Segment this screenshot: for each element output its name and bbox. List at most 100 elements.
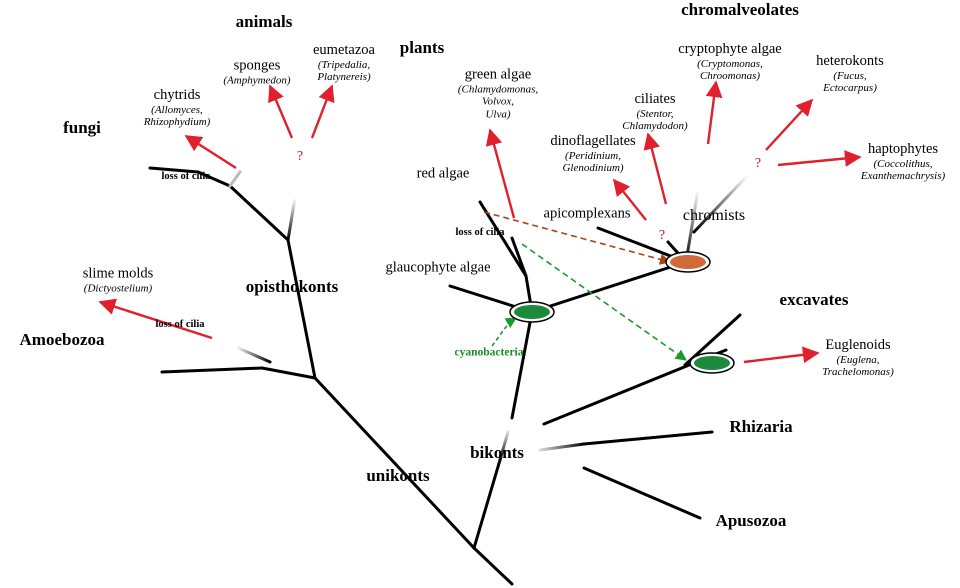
branch-slime-molds [234, 345, 272, 364]
taxon-heterokonts-name: heterokonts [816, 53, 884, 70]
annotation-loss-of-cilia-fungi: loss of cilia [161, 170, 211, 182]
branch-unikonts [313, 376, 476, 550]
label-opisthokonts: opisthokonts [245, 277, 339, 297]
taxon-eumetazoa-name: eumetazoa [313, 42, 375, 59]
taxon-chytrids-examples-2: Rhizophydium) [143, 116, 211, 129]
annotation-loss-of-cilia-plants: loss of cilia [455, 226, 505, 238]
arrow-ciliates [643, 132, 668, 205]
taxon-euglenoids-name: Euglenoids [825, 337, 891, 354]
taxon-dinoflagellates-examples-1: (Peridinium, [565, 149, 621, 162]
taxon-dinoflagellates: dinoflagellates (Peridinium, Glenodinium… [550, 133, 635, 175]
taxon-eumetazoa: eumetazoa (Tripedalia, Platynereis) [313, 42, 375, 84]
branch-plants [510, 310, 534, 420]
taxon-green-algae-examples-2: Volvox, [481, 96, 515, 109]
taxon-eumetazoa-examples-1: (Tripedalia, [317, 58, 371, 71]
branch-fungi [228, 184, 290, 242]
label-apusozoa: Apusozoa [715, 511, 787, 531]
taxon-haptophytes-name: haptophytes [867, 141, 939, 158]
branch-amoebozoa-tip [160, 366, 264, 374]
taxon-red-algae: red algae [416, 165, 470, 182]
arrow-sponges [268, 84, 294, 139]
label-unikonts: unikonts [366, 466, 430, 486]
taxon-glaucophyte-algae: glaucophyte algae [385, 259, 491, 276]
annotation-cyanobacteria: cyanobacteria [454, 346, 524, 359]
branch-chromists-2 [692, 173, 750, 234]
red-arrows [98, 80, 862, 364]
taxon-ciliates-name: ciliates [634, 91, 676, 108]
taxon-haptophytes-examples-1: (Coccolithus, [873, 157, 933, 170]
taxon-ciliates-examples-2: Chlamydodon) [622, 120, 688, 133]
taxon-sponges-examples: (Amphymedon) [223, 74, 291, 87]
annotation-loss-of-cilia-slime: loss of cilia [155, 318, 205, 330]
taxon-green-algae-examples-1: (Chlamydomonas, [457, 83, 539, 96]
arrow-haptophytes [777, 150, 862, 167]
taxon-cryptophyte-examples-2: Chroomonas) [699, 70, 761, 83]
label-fungi: fungi [63, 118, 101, 138]
branch-fungi-tip-2 [148, 166, 200, 174]
branch-amoebozoa [260, 366, 317, 380]
arrow-slime-molds [98, 298, 213, 340]
taxon-euglenoids: Euglenoids (Euglena, Trachelomonas) [822, 337, 894, 379]
branch-rhizaria [582, 430, 714, 446]
taxon-ciliates-examples-1: (Stentor, [636, 107, 674, 120]
annotation-question-chromalveolates: ? [754, 155, 762, 171]
taxon-dinoflagellates-name: dinoflagellates [550, 133, 636, 150]
branch-apusozoa [582, 466, 702, 520]
taxon-slime-molds-name: slime molds [82, 265, 154, 282]
taxon-heterokonts-examples-1: (Fucus, [833, 69, 867, 82]
label-amoebozoa: Amoebozoa [19, 330, 105, 350]
arrow-dinoflagellates [612, 178, 647, 221]
taxon-heterokonts-examples-2: Ectocarpus) [823, 82, 877, 95]
label-rhizaria: Rhizaria [729, 417, 793, 437]
taxon-slime-molds-examples: (Dictyostelium) [83, 282, 153, 295]
plastid-red-secondary [665, 251, 711, 273]
arrow-eumetazoa [310, 84, 335, 139]
label-chromalveolates: chromalveolates [681, 0, 799, 20]
branch-rhizaria-fade [538, 442, 586, 452]
arrow-cryptophyte [705, 80, 723, 145]
arrow-euglenoids [743, 346, 820, 364]
taxon-chytrids-examples-1: (Allomyces, [151, 103, 203, 116]
branch-chromists [684, 188, 700, 264]
annotation-question-animals: ? [296, 148, 304, 164]
taxon-eumetazoa-examples-2: Platynereis) [317, 71, 371, 84]
taxon-chytrids: chytrids (Allomyces, Rhizophydium) [144, 87, 211, 129]
arrow-green-algae [485, 128, 516, 219]
arrow-green-algae-secondary [521, 243, 687, 361]
tree-branches [148, 166, 750, 586]
taxon-heterokonts: heterokonts (Fucus, Ectocarpus) [816, 53, 884, 95]
branch-root [472, 546, 514, 586]
branch-green-algae [510, 236, 528, 278]
taxon-green-algae: green algae (Chlamydomonas, Volvox, Ulva… [458, 67, 538, 122]
taxon-slime-molds: slime molds (Dictyostelium) [83, 265, 154, 294]
taxon-haptophytes: haptophytes (Coccolithus, Exanthemachrys… [861, 141, 945, 183]
annotation-question-chromists: ? [658, 227, 666, 243]
taxon-haptophytes-examples-2: Exanthemachrysis) [860, 170, 946, 183]
taxon-green-algae-name: green algae [464, 66, 532, 83]
taxon-cryptophyte-name: cryptophyte algae [678, 41, 782, 58]
label-plants: plants [399, 38, 445, 58]
taxon-euglenoids-examples-2: Trachelomonas) [822, 366, 894, 379]
branch-opisthokonts [286, 238, 317, 380]
arrow-red-algae-secondary [483, 211, 672, 265]
branch-bikonts-upper [498, 430, 510, 462]
plastid-green-primary [509, 301, 555, 323]
branch-chromalveolates [530, 260, 688, 314]
branch-animals [286, 196, 297, 242]
taxon-dinoflagellates-examples-2: Glenodinium) [562, 162, 624, 175]
taxon-cryptophyte-algae: cryptophyte algae (Cryptomonas, Chroomon… [678, 41, 781, 83]
branch-bikonts-stem [472, 458, 502, 550]
taxon-sponges: sponges (Amphymedon) [223, 57, 290, 86]
plastid-green-secondary [689, 352, 735, 374]
branch-chytrids [228, 170, 242, 188]
arrow-chytrids [184, 134, 237, 170]
branch-fungi-tip [196, 170, 232, 188]
taxon-sponges-name: sponges [233, 57, 281, 74]
arrow-cyanobacteria [491, 317, 517, 347]
label-bikonts: bikonts [470, 443, 524, 463]
taxon-ciliates: ciliates (Stentor, Chlamydodon) [622, 91, 687, 133]
label-chromists: chromists [682, 206, 746, 224]
branch-red-algae [478, 200, 528, 278]
